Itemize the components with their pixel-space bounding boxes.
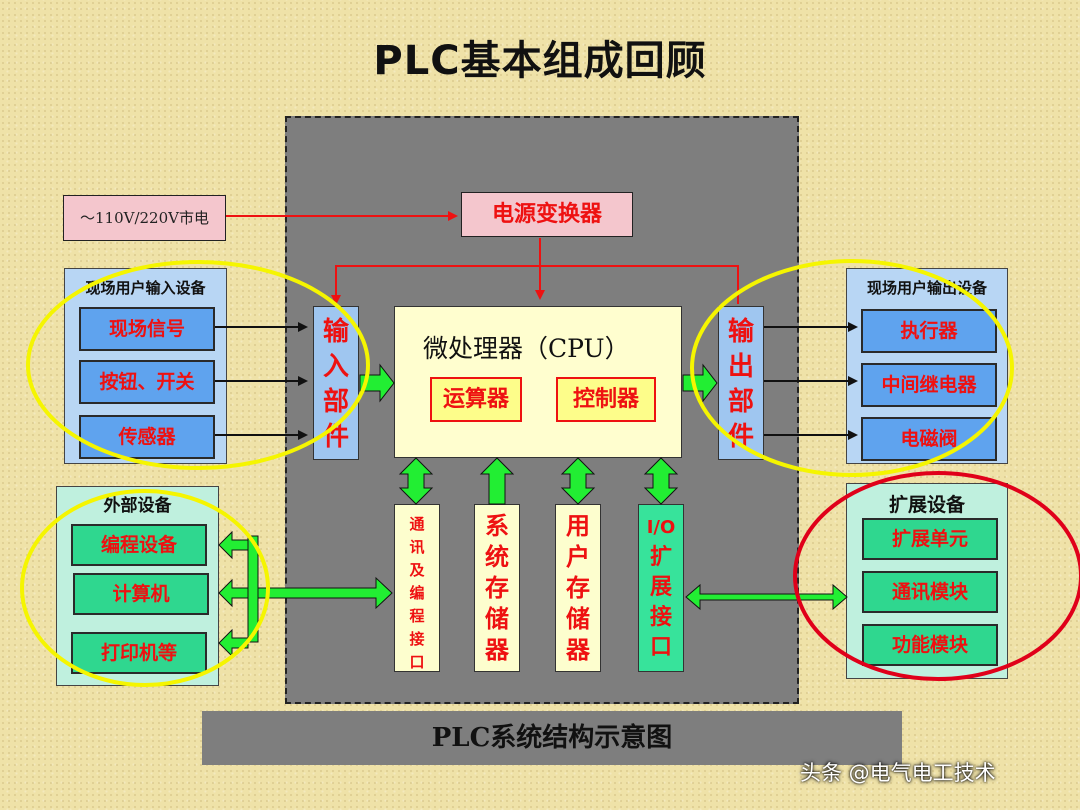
external-devices-panel: 外部设备 编程设备 计算机 打印机等 [56,486,219,686]
cpu-box: 微处理器（CPU） 运算器 控制器 [394,306,682,458]
user-memory-box: 用 户 存 储 器 [555,504,601,672]
comm-interface-char: 接 [409,630,425,648]
system-memory-box: 系 统 存 储 器 [474,504,520,672]
user-memory-char: 储 [566,605,590,633]
expansion-devices-heading: 扩展设备 [888,494,965,516]
mains-supply-box: ～110V/220V市电 [63,195,226,241]
comm-interface-char: 讯 [409,538,425,556]
expansion-highlight-ellipse [793,471,1080,681]
button-switch-item: 按钮、开关 [79,360,215,404]
input-highlight-ellipse [26,260,370,470]
printer-item: 打印机等 [71,632,207,674]
output-unit-char: 部 [727,387,754,417]
system-memory-char: 存 [485,574,509,602]
system-memory-char: 系 [485,512,509,540]
alu-box: 运算器 [430,377,522,422]
output-highlight-ellipse [690,259,1014,477]
expansion-devices-panel: 扩展设备 扩展单元 通讯模块 功能模块 [846,483,1008,679]
programming-device-item: 编程设备 [71,524,207,566]
controller-box: 控制器 [556,377,656,422]
io-to-expansion-bus-arrow [685,583,848,611]
field-output-heading: 现场用户输出设备 [866,279,987,297]
solenoid-valve-item: 电磁阀 [861,417,997,461]
to-programming-device-arrow [218,530,249,560]
computer-item: 计算机 [73,573,209,615]
comm-interface-char: 程 [409,607,425,625]
input-unit-char: 输 [322,317,349,347]
comm-interface-box: 通 讯 及 编 程 接 口 [394,504,440,672]
comm-interface-char: 及 [409,561,425,579]
cpu-io-bus-arrow [643,457,679,505]
field-output-panel: 现场用户输出设备 执行器 中间继电器 电磁阀 [846,268,1008,464]
actuator-item: 执行器 [861,309,997,353]
output-unit-char: 输 [727,317,754,347]
system-memory-char: 器 [485,636,509,664]
input-unit-char: 部 [322,387,349,417]
comm-interface-char: 编 [409,584,425,602]
io-expansion-char: I/O [646,517,676,538]
comm-module-item: 通讯模块 [862,571,998,613]
expansion-unit-item: 扩展单元 [862,518,998,560]
user-memory-char: 存 [566,574,590,602]
to-computer-arrow [218,578,249,608]
relay-item: 中间继电器 [861,363,997,407]
user-memory-char: 用 [566,512,590,540]
function-module-item: 功能模块 [862,624,998,666]
cpu-to-output-arrow [682,363,718,403]
diagram-caption: PLC系统结构示意图 [202,711,902,765]
field-signal-item: 现场信号 [79,307,215,351]
user-memory-char: 器 [566,636,590,664]
io-expansion-char: 口 [649,635,672,660]
system-memory-char: 储 [485,605,509,633]
external-devices-heading: 外部设备 [103,496,172,516]
io-expansion-char: 接 [649,605,672,630]
cpu-usermem-bus-arrow [560,457,596,505]
output-unit-char: 出 [727,352,754,382]
cpu-comm-bus-arrow [398,457,434,505]
cpu-title: 微处理器（CPU） [423,334,630,363]
cpu-sysmem-bus-arrow [479,457,515,505]
power-converter-box: 电源变换器 [461,192,633,237]
user-memory-char: 户 [566,543,590,571]
comm-interface-char: 通 [409,515,425,533]
system-memory-char: 统 [485,543,509,571]
io-expansion-char: 展 [649,575,672,600]
power-distribution-line [335,265,739,304]
slide-title: PLC基本组成回顾 [373,38,707,84]
io-expansion-char: 扩 [649,545,672,570]
to-printer-arrow [218,628,249,658]
watermark: 头条 @电气电工技术 [800,761,996,785]
io-expansion-box: I/O 扩 展 接 口 [638,504,684,672]
comm-interface-char: 口 [409,653,425,671]
field-input-heading: 现场用户输入设备 [85,279,206,297]
external-highlight-ellipse [20,489,270,687]
external-to-comm-arrow [257,576,393,610]
input-unit-char: 入 [322,352,349,382]
